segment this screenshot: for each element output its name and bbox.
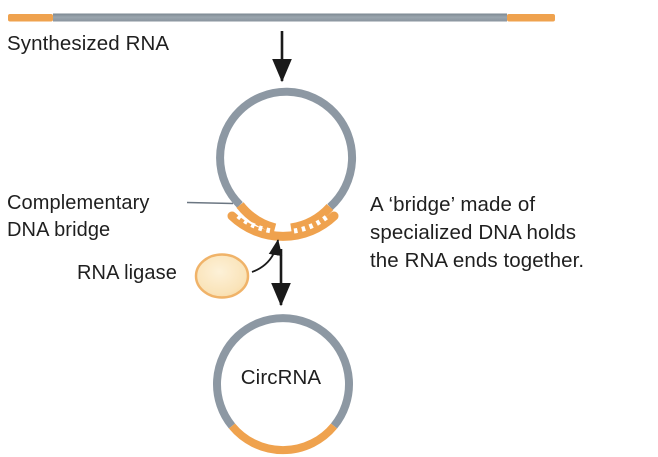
base-pair-ticks-right [293, 214, 330, 234]
rna-left-end-segment [8, 14, 53, 22]
complementary-leader-line [186, 201, 234, 205]
base-pair-ticks-left [236, 214, 273, 234]
rna-end-right-arc [290, 203, 334, 233]
dna-bridge-arc [227, 211, 339, 241]
circrna-circle [213, 314, 353, 455]
rna-end-left-arc [236, 202, 277, 233]
synthesized-rna-label: Synthesized RNA [7, 32, 170, 55]
bridge-annotation-text: A ‘bridge’ made of specialized DNA holds… [370, 191, 584, 275]
rna-ligase-label: RNA ligase [77, 262, 177, 284]
rna-right-end-segment [507, 14, 555, 22]
circrna-backbone [213, 314, 353, 429]
synthesized-rna-strand [8, 13, 555, 22]
complementary-label-line1: Complementary [7, 192, 150, 214]
rna-strand-bar [53, 13, 507, 22]
circrna-label: CircRNA [240, 366, 322, 389]
annotation-line2: specialized DNA holds [370, 221, 577, 244]
rna-circle-backbone [216, 87, 357, 210]
complementary-label-line2: DNA bridge [7, 219, 111, 241]
ligase-action-arrow-icon [251, 239, 283, 273]
circrna-joined-segment [228, 423, 338, 455]
complementary-dna-bridge-label: Complementary DNA bridge [7, 190, 149, 244]
open-rna-circle [216, 87, 357, 241]
annotation-line3: the RNA ends together. [370, 249, 585, 272]
rna-ligase-blob [194, 253, 250, 299]
annotation-line1: A ‘bridge’ made of [370, 193, 536, 216]
